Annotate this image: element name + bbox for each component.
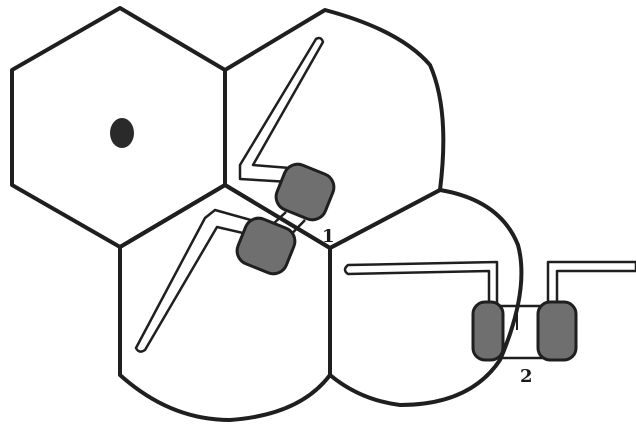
junction-label-2: 2 bbox=[520, 366, 533, 387]
tube-left-horizontal bbox=[343, 260, 499, 307]
tube-right-horizontal bbox=[546, 260, 636, 307]
cell-nucleus-dot bbox=[110, 118, 134, 148]
junction-1-tubes bbox=[134, 36, 336, 353]
top-rounded-cell bbox=[223, 8, 446, 250]
tube-lower bbox=[134, 208, 260, 353]
junction-2-tubes bbox=[343, 260, 636, 362]
tube-upper bbox=[238, 36, 325, 184]
junction-1-block-upper bbox=[274, 162, 336, 222]
bottom-left-cell bbox=[118, 183, 332, 422]
junction-1-block-lower bbox=[235, 216, 297, 276]
junction-2-block-right bbox=[536, 300, 578, 362]
junction-label-1: 1 bbox=[322, 226, 335, 247]
junction-2-block-left bbox=[471, 300, 505, 362]
